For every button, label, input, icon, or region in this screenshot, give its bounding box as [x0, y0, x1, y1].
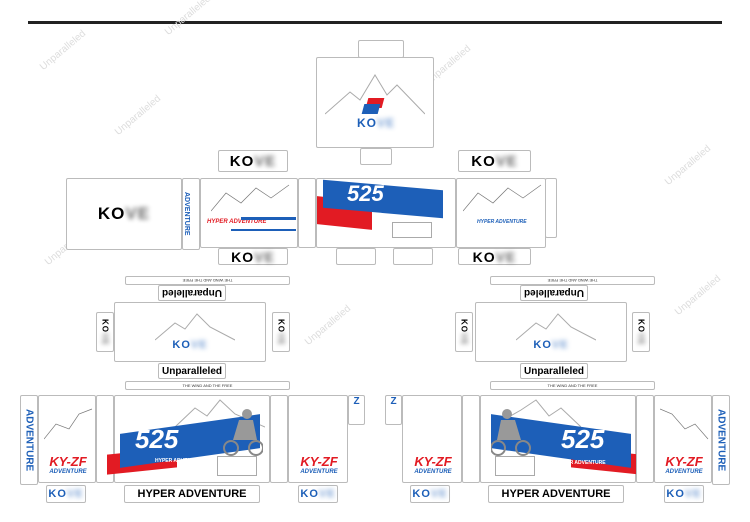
- flap: [545, 178, 557, 238]
- strip: THE WIND AND THE FREE: [125, 381, 290, 390]
- tagline: HYPER ADVENTURE: [477, 219, 527, 225]
- strip: THE WIND AND THE FREE: [490, 381, 655, 390]
- side-panel: HYPER ADVENTURE: [456, 178, 546, 248]
- tab: [358, 40, 404, 58]
- map-route-icon: [211, 184, 290, 212]
- flap: [270, 395, 288, 483]
- hyper-adventure-label: HYPER ADVENTURE: [124, 485, 260, 503]
- motorcycle-rider-icon: [223, 409, 263, 456]
- tagline: HYPER ADVENTURE: [207, 219, 267, 225]
- map-route-icon: [660, 408, 709, 440]
- unparalleled-label: Unparalleled: [158, 285, 226, 301]
- watermark: Unparalleled: [663, 143, 714, 188]
- unparalleled-label: Unparalleled: [520, 363, 588, 379]
- number-graphic: 525: [347, 181, 384, 206]
- strip: THE WIND AND THE FREE: [125, 276, 290, 285]
- map-route-icon: [463, 184, 542, 212]
- main-panel: 525 HYPER ADVENTURE: [480, 395, 641, 483]
- logo-mark: [361, 104, 381, 114]
- top-divider: [28, 21, 722, 24]
- adventure-label: ADVENTURE: [20, 395, 38, 485]
- watermark: Unparalleled: [113, 93, 164, 138]
- stripe: [241, 217, 296, 220]
- adventure-text: ADVENTURE: [183, 192, 190, 236]
- center-panel: 525: [316, 178, 456, 248]
- unparalleled-label: Unparalleled: [158, 363, 226, 379]
- map-route-icon: [44, 408, 93, 440]
- side-panel: HYPER ADVENTURE: [200, 178, 298, 248]
- watermark: Unparalleled: [38, 28, 89, 73]
- tagline: HYPER ADVENTURE: [155, 458, 205, 464]
- flap: [462, 395, 480, 483]
- side-flap: ADVENTURE: [182, 178, 200, 250]
- adventure-label: ADVENTURE: [712, 395, 730, 485]
- watermark: Unparalleled: [163, 0, 214, 38]
- hyper-adventure-label: HYPER ADVENTURE: [488, 485, 624, 503]
- logo-tab: Z: [348, 395, 365, 425]
- number-graphic: 525: [135, 424, 179, 454]
- motorcycle-rider-icon: [491, 409, 531, 456]
- number-graphic: 525: [561, 424, 605, 454]
- mountain-icon: [516, 313, 596, 341]
- logo-tab: Z: [385, 395, 402, 425]
- tagline: HYPER ADVENTURE: [556, 460, 606, 466]
- watermark: Unparalleled: [303, 303, 354, 348]
- stripe: [231, 229, 296, 231]
- cutout: [392, 222, 432, 238]
- tab: [360, 148, 392, 165]
- unparalleled-label: Unparalleled: [520, 285, 588, 301]
- strip: THE WIND AND THE FREE: [490, 276, 655, 285]
- mountain-icon: [491, 399, 581, 428]
- cutout: [495, 456, 535, 476]
- tab: [393, 248, 433, 265]
- watermark: Unparalleled: [673, 273, 724, 318]
- flap: [298, 178, 316, 248]
- mountain-icon: [325, 74, 425, 115]
- cutout: [217, 456, 257, 476]
- tab: [336, 248, 376, 265]
- main-panel: 525 HYPER ADVENTURE: [107, 395, 270, 483]
- mountain-icon: [155, 313, 235, 341]
- flap: [636, 395, 654, 483]
